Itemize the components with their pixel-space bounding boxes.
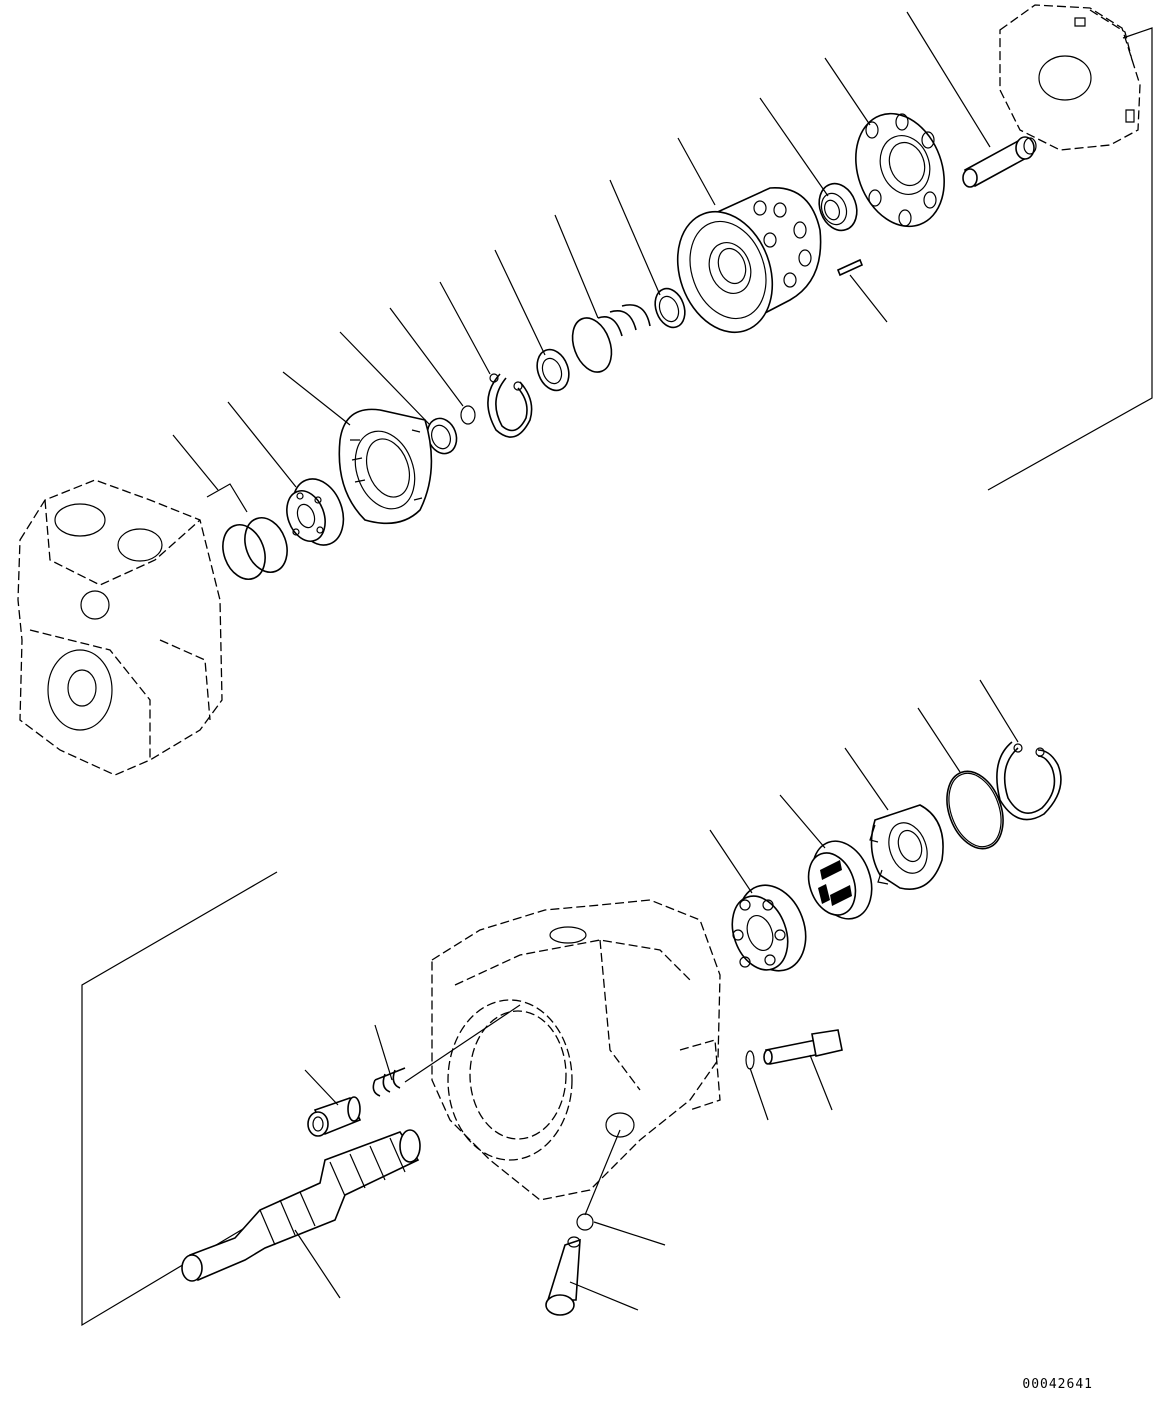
pin	[963, 137, 1036, 187]
roller-bearing-upper	[280, 472, 352, 552]
upper-axis-lines	[988, 28, 1152, 490]
end-cover	[1000, 5, 1140, 150]
spring	[566, 305, 650, 378]
piston	[308, 1097, 360, 1136]
taper-roller-bearing	[800, 833, 882, 927]
lower-leader-lines	[295, 680, 1018, 1310]
swash-plate	[339, 409, 431, 523]
drive-shaft	[182, 1130, 420, 1281]
thrust-washer	[650, 284, 690, 331]
front-case	[18, 480, 222, 775]
document-number: 00042641	[1022, 1377, 1093, 1392]
shims	[207, 484, 294, 585]
snap-ring-lower	[997, 742, 1061, 820]
o-ring	[937, 764, 1013, 857]
upper-leader-lines	[173, 12, 990, 490]
small-ring	[461, 406, 475, 424]
plug-ball	[577, 1214, 593, 1230]
snap-ring-upper	[488, 374, 532, 437]
bearing-housing	[870, 805, 943, 889]
bolt	[546, 1237, 580, 1315]
retainer-washer	[532, 345, 575, 395]
small-o-ring	[746, 1051, 754, 1069]
valve-plate	[841, 101, 960, 239]
rod	[764, 1030, 842, 1064]
pump-case	[432, 900, 720, 1200]
small-bearing	[813, 178, 863, 235]
roller-bearing-lower	[723, 876, 818, 981]
cylinder-block	[662, 188, 821, 346]
dowel-pin	[838, 260, 862, 275]
